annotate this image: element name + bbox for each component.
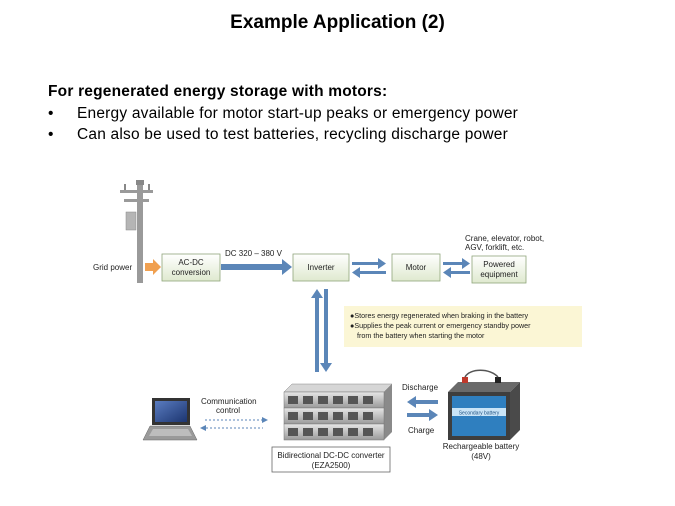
section-heading: For regenerated energy storage with moto… xyxy=(48,83,388,100)
dcdc-converter-label-box: Bidirectional DC-DC converter (EZA2500) xyxy=(271,446,391,473)
rechargeable-battery-icon: Secondary battery xyxy=(448,369,520,440)
down-arrow xyxy=(320,289,332,372)
battery-label-line1: Rechargeable battery xyxy=(443,442,520,451)
svg-text:●Supplies the peak current or: ●Supplies the peak current or emergency … xyxy=(350,321,531,330)
converter-label-line1: Bidirectional DC-DC converter xyxy=(277,451,384,460)
bullet-marker: • xyxy=(48,105,54,122)
powered-equipment-line2: equipment xyxy=(480,270,518,279)
grid-power-arrow xyxy=(145,259,161,275)
acdc-conversion-box: AC-DC conversion xyxy=(161,253,221,282)
inverter-to-motor-arrow xyxy=(352,258,386,269)
up-arrow xyxy=(311,289,323,372)
communication-arrows xyxy=(200,417,268,431)
note-line1: Stores energy regenerated when braking i… xyxy=(354,311,528,320)
acdc-label-line1: AC-DC xyxy=(178,258,204,267)
equipment-examples-line2: AGV, forklift, etc. xyxy=(465,243,524,252)
note-line2: Supplies the peak current or emergency s… xyxy=(354,321,531,330)
bullet-text-1: Energy available for motor start-up peak… xyxy=(77,105,519,122)
powered-equipment-line1: Powered xyxy=(483,260,515,269)
dc-voltage-label: DC 320 – 380 V xyxy=(225,249,283,258)
bullet-marker: • xyxy=(48,126,54,143)
note-line3: from the battery when starting the motor xyxy=(357,331,485,340)
communication-label-line2: control xyxy=(216,406,240,415)
inverter-box: Inverter xyxy=(292,253,350,282)
motor-label: Motor xyxy=(406,263,427,272)
dc-bus-arrow xyxy=(221,259,292,275)
charge-label: Charge xyxy=(408,426,435,435)
dcdc-converter-icon xyxy=(283,383,393,441)
bullet-text-2: Can also be used to test batteries, recy… xyxy=(77,126,508,143)
note-bullet: ● xyxy=(350,311,354,320)
inverter-label: Inverter xyxy=(307,263,334,272)
powered-equipment-box: Powered equipment xyxy=(471,255,527,284)
discharge-arrow xyxy=(407,396,438,408)
bullet-item-1: • Energy available for motor start-up pea… xyxy=(48,105,518,123)
benefits-note: ●Stores energy regenerated when braking … xyxy=(344,306,582,347)
motor-box: Motor xyxy=(391,253,441,282)
converter-label-line2: (EZA2500) xyxy=(312,461,351,470)
laptop-icon xyxy=(142,398,198,441)
battery-label-line2: (48V) xyxy=(471,452,491,461)
svg-text:●Stores energy regenerated whe: ●Stores energy regenerated when braking … xyxy=(350,311,529,320)
utility-pole-icon xyxy=(120,180,153,283)
discharge-label: Discharge xyxy=(402,383,439,392)
grid-power-label: Grid power xyxy=(93,263,132,272)
motor-to-inverter-arrow xyxy=(352,267,386,278)
motor-to-equipment-arrow xyxy=(443,258,470,269)
note-bullet: ● xyxy=(350,321,354,330)
equipment-to-motor-arrow xyxy=(443,267,470,278)
equipment-examples-line1: Crane, elevator, robot, xyxy=(465,234,544,243)
charge-arrow xyxy=(407,409,438,421)
bullet-item-2: • Can also be used to test batteries, rec… xyxy=(48,126,508,144)
slide-title: Example Application (2) xyxy=(230,12,445,33)
communication-label-line1: Communication xyxy=(201,397,257,406)
battery-panel-label: Secondary battery xyxy=(459,411,500,417)
acdc-label-line2: conversion xyxy=(172,268,211,277)
